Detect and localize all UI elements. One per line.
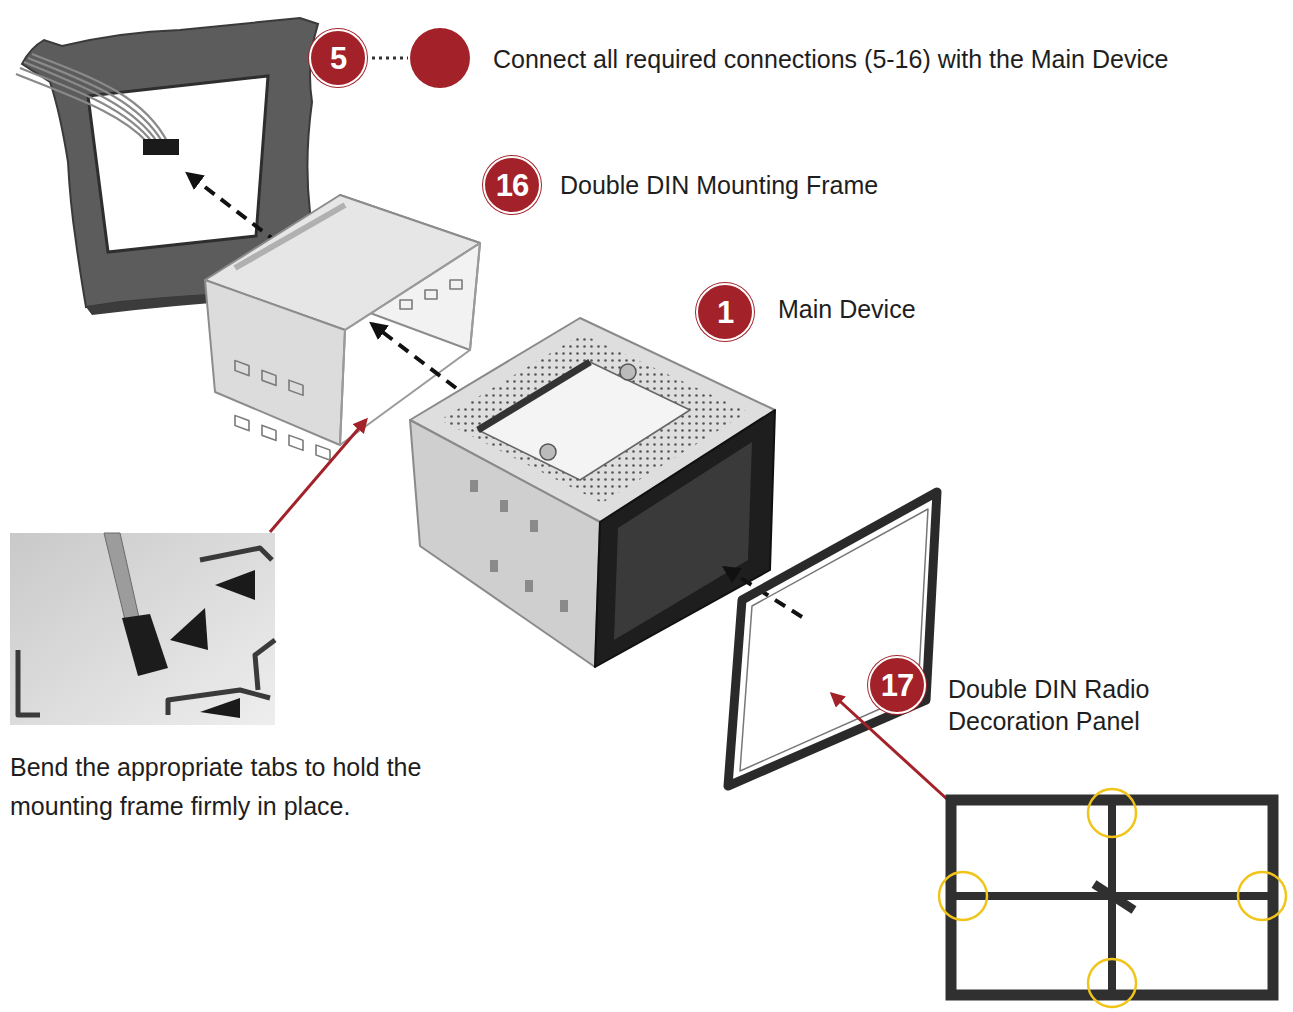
part-label: Double DIN Radio Decoration Panel — [948, 673, 1198, 737]
device-screen — [614, 442, 752, 640]
wire-harness — [16, 54, 168, 143]
frame-rail — [235, 205, 345, 268]
device-screw — [540, 444, 556, 460]
callout-number: 17 — [868, 656, 926, 714]
callout-text: 17 — [881, 670, 913, 701]
part-label: Bend the appropriate tabs to hold the mo… — [10, 748, 490, 826]
part-label: Main Device — [778, 293, 916, 326]
device-front — [595, 410, 775, 667]
device-side-holes — [470, 480, 568, 612]
tab-arrow — [200, 698, 240, 718]
callout-text: 16 — [496, 170, 528, 201]
leader-arrow — [270, 420, 366, 532]
part-label: Connect all required connections (5-16) … — [493, 43, 1168, 76]
callout-number: 5 — [309, 29, 367, 87]
dashed-arrow — [372, 324, 456, 388]
screwdriver-shaft — [104, 533, 140, 624]
device-label-sticker — [478, 362, 690, 480]
wire-connector — [143, 139, 179, 155]
callout-text: 1 — [717, 297, 733, 328]
decoration-panel — [728, 492, 937, 786]
tab-arrow — [170, 608, 208, 650]
tab-cutouts — [18, 548, 275, 715]
dashboard-hole — [88, 76, 268, 252]
screwdriver-tip — [122, 614, 168, 676]
dotted-leader — [372, 57, 408, 60]
connection-marker — [410, 28, 470, 88]
device-side — [410, 420, 600, 667]
callout-number: 16 — [483, 156, 541, 214]
device-screw — [620, 364, 636, 380]
main-device — [410, 318, 775, 667]
callout-text: 5 — [330, 43, 346, 74]
device-label-band — [478, 362, 590, 430]
panel-front-view — [939, 789, 1286, 1007]
inset-photo — [10, 533, 275, 725]
frame-side — [205, 280, 345, 445]
callout-number: 1 — [696, 283, 754, 341]
tab-arrow — [215, 570, 255, 600]
part-label: Double DIN Mounting Frame — [560, 169, 878, 202]
dashed-arrow — [188, 174, 278, 243]
clip-highlight — [939, 789, 1286, 1007]
